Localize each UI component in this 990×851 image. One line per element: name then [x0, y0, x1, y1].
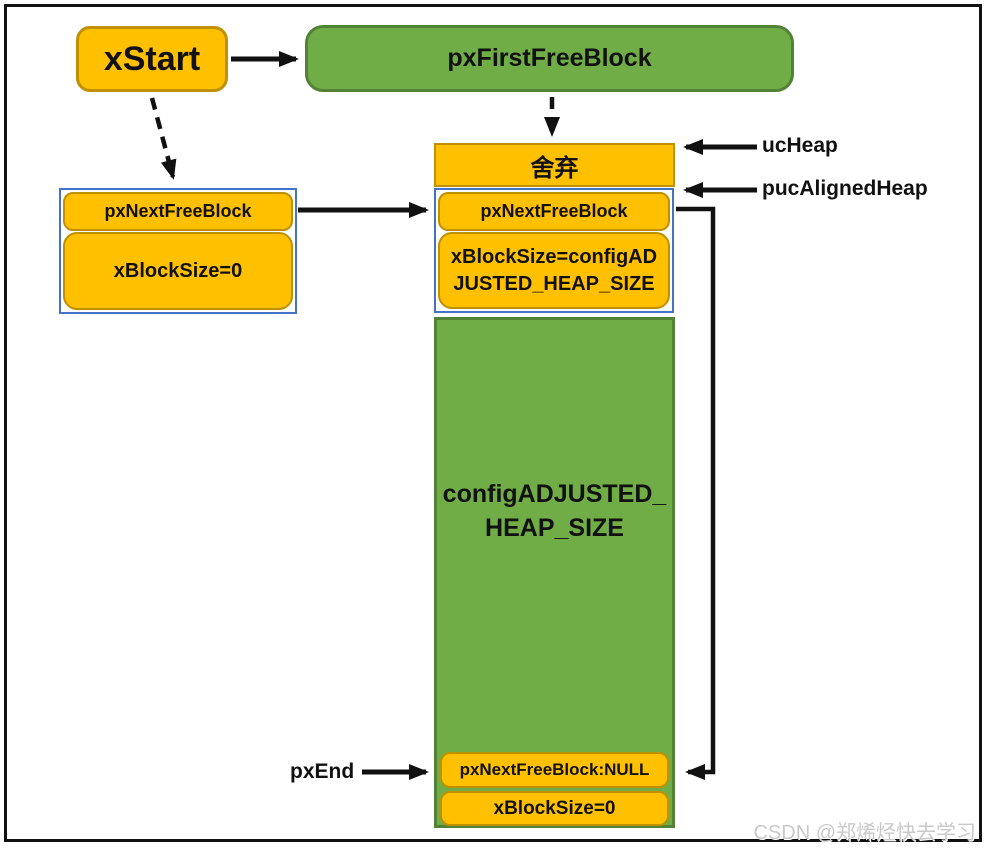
end-block-size: xBlockSize=0 — [440, 791, 669, 826]
pxfirstfreeblock-box: pxFirstFreeBlock — [305, 25, 794, 92]
end-next-free-block-null: pxNextFreeBlock:NULL — [440, 752, 669, 788]
left-free-block-group: pxNextFreeBlock xBlockSize=0 — [59, 188, 297, 314]
left-next-free-block: pxNextFreeBlock — [63, 192, 293, 231]
heap-block-size: xBlockSize=configAD JUSTED_HEAP_SIZE — [438, 232, 670, 309]
heap-block-size-line1: xBlockSize=configAD — [450, 245, 658, 268]
xstart-box: xStart — [76, 26, 228, 92]
csdn-watermark: CSDN @郑烯烃快去学习 — [753, 822, 976, 844]
heap-free-space-region: configADJUSTED_ HEAP_SIZE pxNextFreeBloc… — [434, 317, 675, 828]
ucheap-label: ucHeap — [762, 134, 838, 157]
diagram-outer-border — [4, 4, 982, 842]
pucalignedheap-label: pucAlignedHeap — [762, 177, 928, 200]
heap-block-size-line2: JUSTED_HEAP_SIZE — [453, 272, 655, 295]
pxend-label: pxEnd — [290, 760, 355, 783]
discard-header-box: 舍弃 — [434, 143, 675, 187]
heap-free-space-line1: configADJUSTED_ — [442, 480, 667, 508]
heap-next-free-block: pxNextFreeBlock — [438, 192, 670, 231]
heap-free-space-label: configADJUSTED_ HEAP_SIZE — [437, 478, 672, 546]
left-block-size: xBlockSize=0 — [63, 232, 293, 310]
heap-free-space-line2: HEAP_SIZE — [485, 513, 624, 542]
heap-free-block-group: pxNextFreeBlock xBlockSize=configAD JUST… — [434, 188, 674, 313]
